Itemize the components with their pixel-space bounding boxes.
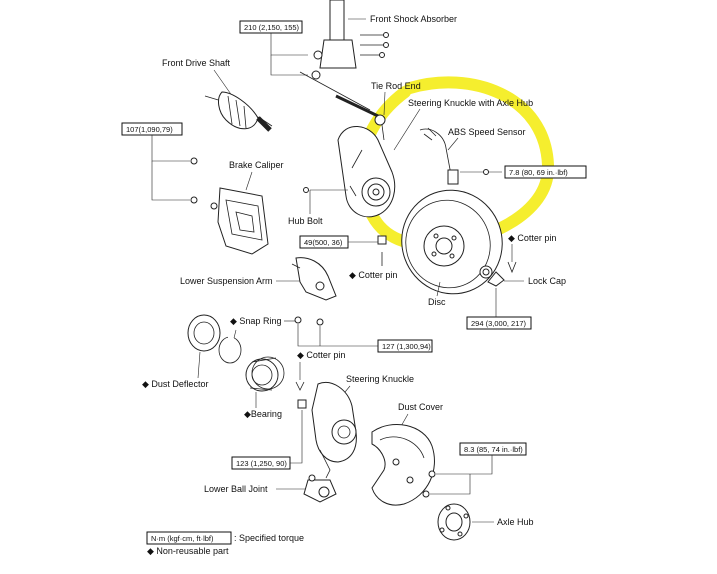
abs-speed-sensor-part	[419, 127, 459, 185]
abs-speed-sensor-label: ABS Speed Sensor	[448, 127, 526, 137]
torque-127: 127 (1,300,94)	[382, 342, 431, 351]
torque-123: 123 (1,250, 90)	[236, 459, 287, 468]
disc-label: Disc	[428, 297, 446, 307]
legend-unit-text: N·m (kgf·cm, ft·lbf)	[151, 534, 214, 543]
torque-7-8: 7.8 (80, 69 in.·lbf)	[509, 168, 568, 177]
cotter-pin-top-label: ◆ Cotter pin	[349, 270, 397, 280]
dust-cover-label: Dust Cover	[398, 402, 443, 412]
bearing-label: ◆Bearing	[244, 409, 282, 419]
torque-294: 294 (3,000, 217)	[471, 319, 527, 328]
front-shock-absorber-label: Front Shock Absorber	[370, 14, 457, 24]
bearing-part	[245, 356, 285, 392]
steering-knuckle-label: Steering Knuckle	[346, 374, 414, 384]
torque-box-7-8	[504, 165, 587, 179]
brake-caliper-part	[210, 187, 269, 255]
dust-deflector-label: ◆ Dust Deflector	[142, 379, 208, 389]
lower-ball-joint-part	[303, 474, 337, 503]
torque-8-3: 8.3 (85, 74 in.·lbf)	[464, 445, 523, 454]
dust-deflector-part	[187, 314, 221, 352]
axle-hub-part	[437, 503, 471, 541]
front-shock-absorber-part	[311, 0, 389, 80]
tie-rod-end-part	[335, 94, 386, 141]
steering-knuckle-part	[311, 382, 357, 479]
steering-knuckle-with-axle-hub-part	[337, 126, 396, 218]
lock-cap-label: Lock Cap	[528, 276, 566, 286]
hub-bolt-label: Hub Bolt	[288, 216, 323, 226]
torque-49: 49(500, 36)	[304, 238, 343, 247]
front-drive-shaft-part	[204, 91, 273, 132]
snap-ring-part	[218, 336, 242, 364]
tie-rod-end-label: Tie Rod End	[371, 81, 421, 91]
torque-210: 210 (2,150, 155)	[244, 23, 300, 32]
dust-cover-part	[371, 424, 435, 506]
cotter-pin-right-label: ◆ Cotter pin	[508, 233, 556, 243]
legend-unit-box	[146, 531, 232, 545]
brake-caliper-label: Brake Caliper	[229, 160, 284, 170]
torque-box-8-3	[459, 442, 527, 456]
lower-suspension-arm-part	[291, 257, 337, 301]
lower-ball-joint-label: Lower Ball Joint	[204, 484, 268, 494]
legend-specified-torque: : Specified torque	[234, 533, 304, 543]
steering-knuckle-with-axle-hub-label: Steering Knuckle with Axle Hub	[408, 98, 533, 108]
torque-107: 107(1,090,79)	[126, 125, 173, 134]
lock-cap-part	[479, 265, 505, 287]
torque-box-294	[466, 316, 532, 330]
disc-part	[401, 189, 503, 295]
snap-ring-label: ◆ Snap Ring	[230, 316, 281, 326]
front-drive-shaft-label: Front Drive Shaft	[162, 58, 231, 68]
axle-hub-label: Axle Hub	[497, 517, 534, 527]
legend-non-reusable: ◆ Non-reusable part	[147, 546, 229, 556]
cotter-pin-mid-label: ◆ Cotter pin	[297, 350, 345, 360]
lower-suspension-arm-label: Lower Suspension Arm	[180, 276, 273, 286]
